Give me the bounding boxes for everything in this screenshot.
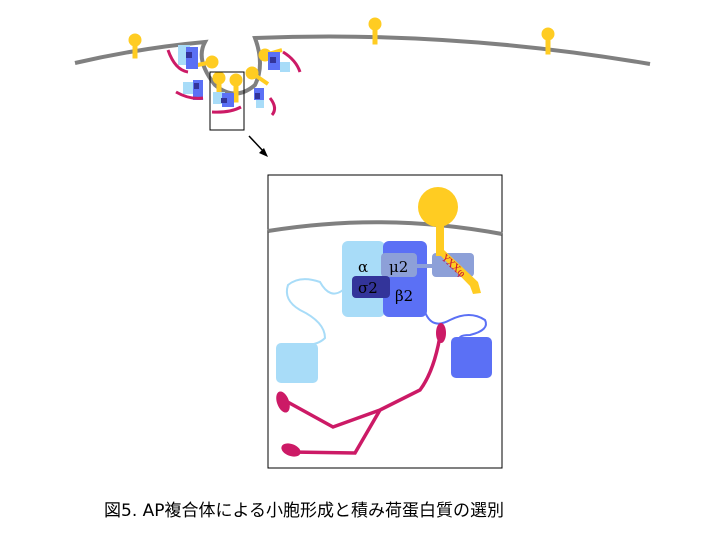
receptor-overview	[128, 17, 555, 103]
sigma2-label: σ2	[358, 279, 378, 297]
beta2-label: β2	[395, 287, 413, 305]
beta2-appendage	[451, 337, 492, 378]
zoom-region-box	[209, 71, 245, 131]
plasma-membrane-overview	[74, 34, 651, 96]
alpha-appendage	[276, 343, 318, 383]
mu2-subunit	[381, 253, 417, 277]
detail-panel	[267, 174, 503, 469]
sigma2-subunit	[352, 276, 390, 298]
cargo-receptor	[418, 187, 481, 294]
figure-caption: 図5. AP複合体による小胞形成と積み荷蛋白質の選別	[104, 501, 504, 521]
arrow-head-icon	[259, 148, 268, 157]
ap-complex-overview	[178, 45, 290, 108]
mu2-label: μ2	[389, 258, 408, 276]
zoom-arrow	[248, 135, 265, 153]
clathrin-terminal-domains	[276, 323, 446, 457]
plasma-membrane-detail	[267, 220, 503, 236]
alpha-label: α	[358, 258, 368, 276]
alpha-hinge	[285, 278, 344, 346]
clathrin-overview	[166, 49, 302, 116]
